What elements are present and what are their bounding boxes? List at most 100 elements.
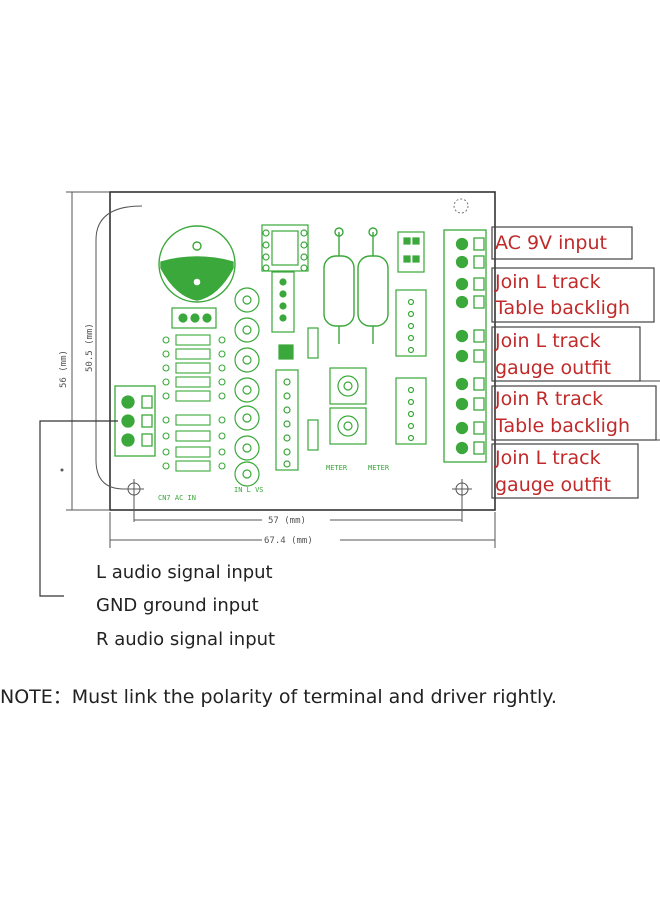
resistor-6 bbox=[175, 414, 211, 426]
terminal-screw-4 bbox=[455, 295, 469, 309]
terminal-pad-9 bbox=[473, 421, 485, 435]
pin-header-middle bbox=[271, 271, 299, 471]
callout-join-l-track-2: Join L track bbox=[495, 330, 601, 352]
capacitor-column bbox=[234, 287, 260, 487]
small-capacitor-6 bbox=[234, 435, 260, 461]
resistor-pad-right-5 bbox=[218, 392, 226, 400]
small-connector-top bbox=[397, 231, 425, 273]
terminal-pad-7 bbox=[473, 377, 485, 391]
terminal-pad-6 bbox=[473, 349, 485, 363]
large-capacitor bbox=[158, 225, 236, 303]
small-capacitor-2 bbox=[234, 317, 260, 343]
resistor-pad-left-6 bbox=[162, 416, 170, 424]
resistor-pad-left-7 bbox=[162, 432, 170, 440]
terminal-pad-1 bbox=[473, 237, 485, 251]
resistor-pad-right-3 bbox=[218, 364, 226, 372]
terminal-screw-2 bbox=[455, 255, 469, 269]
pcb-board-outline bbox=[109, 191, 496, 511]
terminal-pad-8 bbox=[473, 397, 485, 411]
terminal-pad-3 bbox=[473, 277, 485, 291]
svg-text:CN7 AC IN: CN7 AC IN bbox=[158, 494, 196, 502]
polarity-note: NOTE：Must link the polarity of terminal … bbox=[0, 686, 557, 708]
header-right-lower bbox=[395, 377, 427, 445]
callout-table-backlight-2: Table backligh bbox=[495, 415, 630, 437]
resistor-pad-left-4 bbox=[162, 378, 170, 386]
callout-ac-9v-input: AC 9V input bbox=[495, 232, 607, 254]
resistor-7 bbox=[175, 430, 211, 442]
terminal-block-body bbox=[443, 229, 487, 463]
callout-box-group4 bbox=[491, 443, 639, 499]
resistor-5 bbox=[175, 390, 211, 402]
inductor-right bbox=[357, 227, 389, 344]
resistor-pad-right-7 bbox=[218, 432, 226, 440]
callout-join-l-track-1: Join L track bbox=[495, 271, 601, 293]
resistor-pad-left-8 bbox=[162, 448, 170, 456]
terminal-block-left bbox=[114, 385, 156, 457]
potentiometer-top bbox=[329, 367, 367, 405]
resistor-vertical bbox=[307, 327, 319, 451]
small-capacitor-core-5 bbox=[242, 413, 252, 423]
resistor-pad-left-3 bbox=[162, 364, 170, 372]
small-capacitor-core-2 bbox=[242, 325, 252, 335]
dip-chip bbox=[261, 224, 309, 272]
terminal-pad-2 bbox=[473, 255, 485, 269]
resistor-pad-left-2 bbox=[162, 350, 170, 358]
small-capacitor-1 bbox=[234, 287, 260, 313]
resistor-pad-right-8 bbox=[218, 448, 226, 456]
potentiometer-bottom bbox=[329, 407, 367, 445]
resistor-pad-right-9 bbox=[218, 462, 226, 470]
resistor-8 bbox=[175, 446, 211, 458]
resistor-2 bbox=[175, 348, 211, 360]
callout-box-group1 bbox=[491, 267, 655, 323]
callout-table-backlight-1: Table backligh bbox=[495, 297, 630, 319]
callout-join-l-track-3: Join L track bbox=[495, 447, 601, 469]
small-capacitor-core-7 bbox=[242, 469, 252, 479]
mount-hole-top-right bbox=[453, 198, 469, 214]
terminal-screw-6 bbox=[455, 349, 469, 363]
svg-text:METER: METER bbox=[326, 464, 348, 472]
terminal-pad-10 bbox=[473, 441, 485, 455]
small-capacitor-7 bbox=[234, 461, 260, 487]
resistor-bank bbox=[162, 334, 226, 472]
terminal-pad-5 bbox=[473, 329, 485, 343]
dim-outer-height-label: 56 (mm) bbox=[59, 350, 69, 388]
terminal-screw-9 bbox=[455, 421, 469, 435]
callout-join-r-track: Join R track bbox=[495, 388, 604, 410]
resistor-pad-right-2 bbox=[218, 350, 226, 358]
silkscreen-marks: CN7 AC IN IN L VS METER METER bbox=[158, 464, 390, 502]
label-gnd-input: GND ground input bbox=[96, 595, 259, 616]
terminal-screw-7 bbox=[455, 377, 469, 391]
small-capacitor-core-1 bbox=[242, 295, 252, 305]
resistor-3 bbox=[175, 362, 211, 374]
input-leader-line bbox=[39, 420, 118, 597]
terminal-block-right bbox=[443, 229, 487, 463]
resistor-pad-left-5 bbox=[162, 392, 170, 400]
resistor-pad-right-1 bbox=[218, 336, 226, 344]
terminal-screw-3 bbox=[455, 277, 469, 291]
dimension-height-inner bbox=[95, 205, 143, 490]
resistor-4 bbox=[175, 376, 211, 388]
small-capacitor-4 bbox=[234, 377, 260, 403]
dimension-width-outer bbox=[109, 512, 496, 548]
callout-box-ac bbox=[491, 226, 633, 260]
resistor-pad-right-4 bbox=[218, 378, 226, 386]
callout-gauge-outfit-1: gauge outfit bbox=[495, 357, 612, 379]
dim-outer-width-label: 67.4 (mm) bbox=[264, 536, 313, 546]
inductor-left bbox=[323, 227, 355, 344]
resistor-1 bbox=[175, 334, 211, 346]
mount-hole-bottom-right bbox=[452, 479, 472, 499]
resistor-9 bbox=[175, 460, 211, 472]
small-capacitor-core-6 bbox=[242, 443, 252, 453]
small-capacitor-core-3 bbox=[242, 355, 252, 365]
mount-hole-bottom-left bbox=[124, 479, 144, 499]
mark-dot bbox=[60, 468, 64, 472]
dim-inner-height-label: 50.5 (mm) bbox=[85, 323, 95, 372]
regulator-ic bbox=[171, 307, 217, 329]
dim-inner-width-label: 57 (mm) bbox=[268, 516, 306, 526]
resistor-pad-left-1 bbox=[162, 336, 170, 344]
resistor-pad-left-9 bbox=[162, 462, 170, 470]
terminal-screw-5 bbox=[455, 329, 469, 343]
terminal-pad-4 bbox=[473, 295, 485, 309]
callout-gauge-outfit-2: gauge outfit bbox=[495, 474, 612, 496]
